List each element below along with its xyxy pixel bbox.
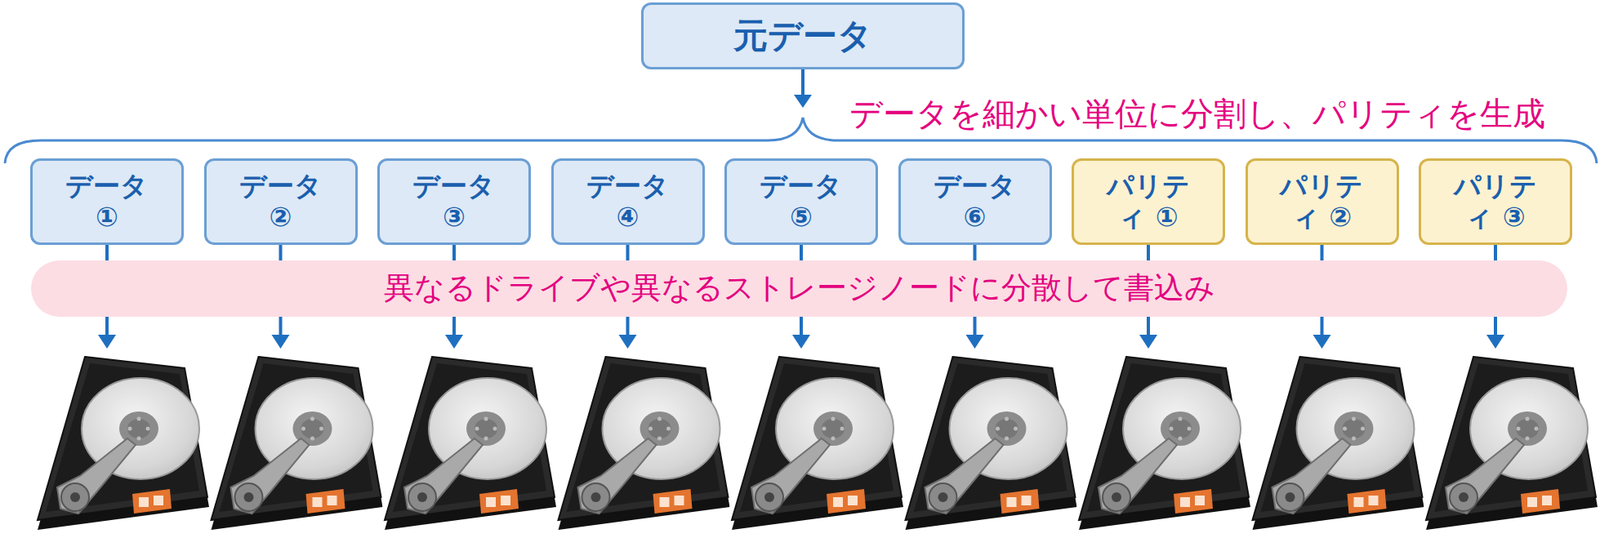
write-arrow-head [271, 334, 290, 349]
box-text: 元データ [733, 16, 873, 56]
arrow-head [793, 94, 812, 108]
parity-box: パリティ ③ [1418, 158, 1573, 246]
write-arrow-head [1486, 334, 1505, 349]
box-text: データ ④ [579, 170, 677, 233]
source-box: 元データ [641, 2, 965, 70]
write-arrow-head [619, 334, 638, 349]
note-label: データを細かい単位に分割し、パリティを生成 [849, 91, 1546, 137]
hard-drive [905, 356, 1078, 531]
hard-drive [1252, 356, 1425, 531]
parity-box: パリティ ② [1245, 158, 1400, 246]
hard-drive [211, 356, 384, 531]
hard-drive [384, 356, 557, 531]
data-chunk-box: データ ⑤ [724, 158, 878, 246]
box-text: データ ② [231, 170, 330, 233]
write-arrow-head [98, 334, 116, 349]
data-chunk-box: データ ⑥ [898, 158, 1052, 246]
data-chunk-box: データ ④ [551, 158, 705, 246]
write-arrow-head [445, 334, 464, 349]
arrow-line [801, 69, 805, 99]
data-chunk-box: データ ③ [377, 158, 531, 246]
box-text: パリティ ① [1100, 170, 1198, 233]
box-text: パリティ ③ [1447, 170, 1545, 233]
data-chunk-box: データ ② [204, 158, 358, 246]
box-text: 異なるドライブや異なるストレージノードに分散して書込み [383, 271, 1216, 307]
write-arrow-head [1313, 334, 1332, 349]
hard-drive [1426, 356, 1598, 531]
box-text: データ ⑥ [926, 170, 1024, 233]
hard-drive [37, 356, 210, 531]
write-arrow-head [792, 334, 811, 349]
box-text: データ ③ [405, 170, 504, 233]
parity-box: パリティ ① [1071, 158, 1226, 246]
drive-row [37, 356, 1598, 531]
hard-drive [731, 356, 904, 531]
hard-drive [558, 356, 731, 531]
hard-drive [1078, 356, 1251, 531]
write-arrow-head [1139, 334, 1158, 349]
box-text: データ ⑤ [753, 170, 851, 233]
distribution-band: 異なるドライブや異なるストレージノードに分散して書込み [31, 260, 1568, 317]
box-text: データ ① [58, 170, 156, 233]
split-arrow [793, 69, 812, 108]
data-chunk-box: データ ① [30, 158, 184, 246]
box-text: パリティ ② [1273, 170, 1371, 233]
write-arrow-head [966, 334, 985, 349]
